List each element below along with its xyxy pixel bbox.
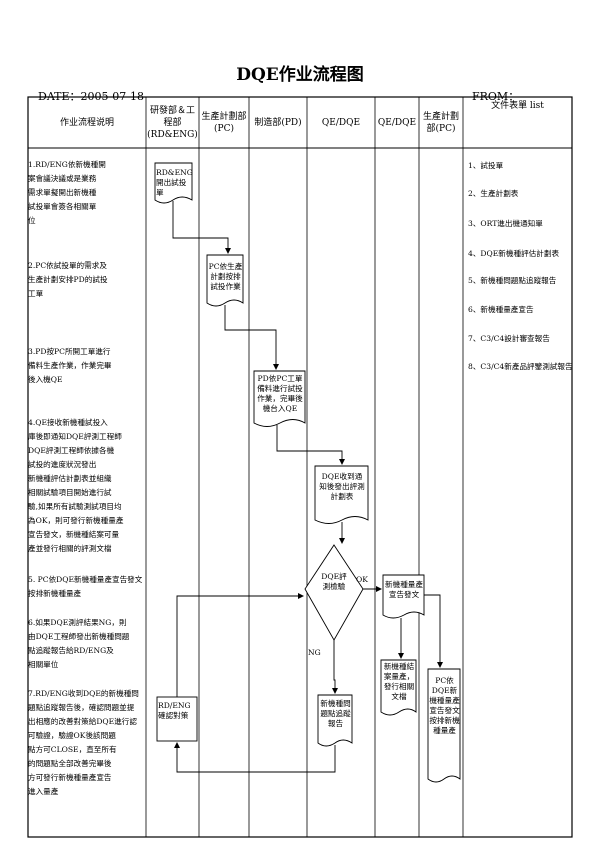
box-dqe-plan: DQE收到通知後發出評測計劃表: [319, 472, 365, 501]
table-grid: [27, 96, 573, 838]
flow-arrows: [172, 201, 443, 773]
step-1: 1.RD/ENG依新機種開案會議決議或是業務需求單擬開出新機種試投單會簽各相關單…: [28, 160, 106, 225]
decision-diamond: [304, 544, 364, 641]
step-3: 3.PD按PC所開工單進行備料生產作業，作業完畢後入機QE: [28, 347, 112, 384]
header-pc2: 生產計劃部(PC): [422, 111, 459, 134]
label-ok: OK: [356, 575, 368, 584]
doc-item-4: 4、DQE新機種評估計劃表: [468, 249, 560, 258]
doc-shape-announce: [382, 574, 425, 619]
box-rd-trial: RD&ENG開出試投單: [156, 168, 193, 197]
doc-item-1: 1、試投單: [468, 161, 504, 170]
step-6: 6.如果DQE測評結果NG，則由DQE工程師發出新機種問題點追蹤報告給RD/EN…: [28, 618, 130, 669]
header-qe-dqe-1: QE/DQE: [321, 117, 361, 128]
step-7: 7.RD/ENG收到DQE的新機種問題點追蹤報告後，確認問題並提出相應的改善對策…: [28, 689, 139, 796]
doc-item-5: 5、新機種問題點追蹤報告: [468, 276, 557, 285]
box-issue-report: 新機種問題點追蹤報告: [320, 699, 351, 728]
doc-item-3: 3、ORT進出機通知單: [468, 219, 543, 228]
doc-shape-rd-trial: [154, 162, 193, 204]
header-rd: 研發部＆工程部(RD&ENG): [147, 105, 198, 140]
doc-item-7: 7、C3/C4設計審查報告: [468, 334, 550, 343]
box-decision: DQE評測檢驗: [321, 572, 347, 591]
header-pc: 生產計劃部(PC): [201, 111, 247, 134]
doc-shape-issue: [317, 694, 353, 747]
doc-item-2: 2、生產計劃表: [468, 189, 519, 198]
box-rd-confirm: RD/ENG確認對策: [158, 701, 191, 720]
doc-shape-pd-work: [253, 370, 306, 427]
doc-item-8: 8、C3/C4新產品評鑒測試報告: [468, 362, 573, 371]
box-pc-plan: PC依生產計劃按排試投作業: [208, 262, 243, 291]
step-5: 5. PC依DQE新機種量產宣告發文按排新機種量產: [28, 575, 143, 598]
box-pc-schedule: PC依DQE新機種量產宣告發文按排新機種量產: [429, 676, 460, 735]
doc-shape-pc-plan: [206, 254, 244, 307]
header-pd: 制造部(PD): [254, 117, 302, 128]
box-announce: 新機種量產宣告發文: [385, 580, 423, 599]
doc-shape-dqe-plan: [314, 465, 369, 524]
step-2: 2.PC依試投單的需求及生產計劃安排PD的試投工單: [28, 261, 108, 298]
header-qe-dqe-2: QE/DQE: [377, 117, 417, 128]
doc-shape-pc-schedule: [427, 668, 461, 783]
doc-shape-close: [380, 659, 417, 716]
flow-shapes: [154, 162, 461, 783]
rect-rd-confirm: [156, 696, 198, 742]
box-pd-work: PD依PC工單備料進行試投作業，完畢後機台入QE: [257, 374, 303, 413]
header-doc-list: 文件表單 list: [491, 101, 544, 111]
page-title: DQE作业流程图: [236, 65, 364, 85]
label-ng: NG: [308, 648, 321, 657]
header-desc: 作业流程说明: [59, 117, 114, 128]
box-close: 新機種結案量產，發行相關文檔: [383, 662, 415, 701]
doc-item-6: 6、新機種量產宣告: [468, 305, 534, 314]
